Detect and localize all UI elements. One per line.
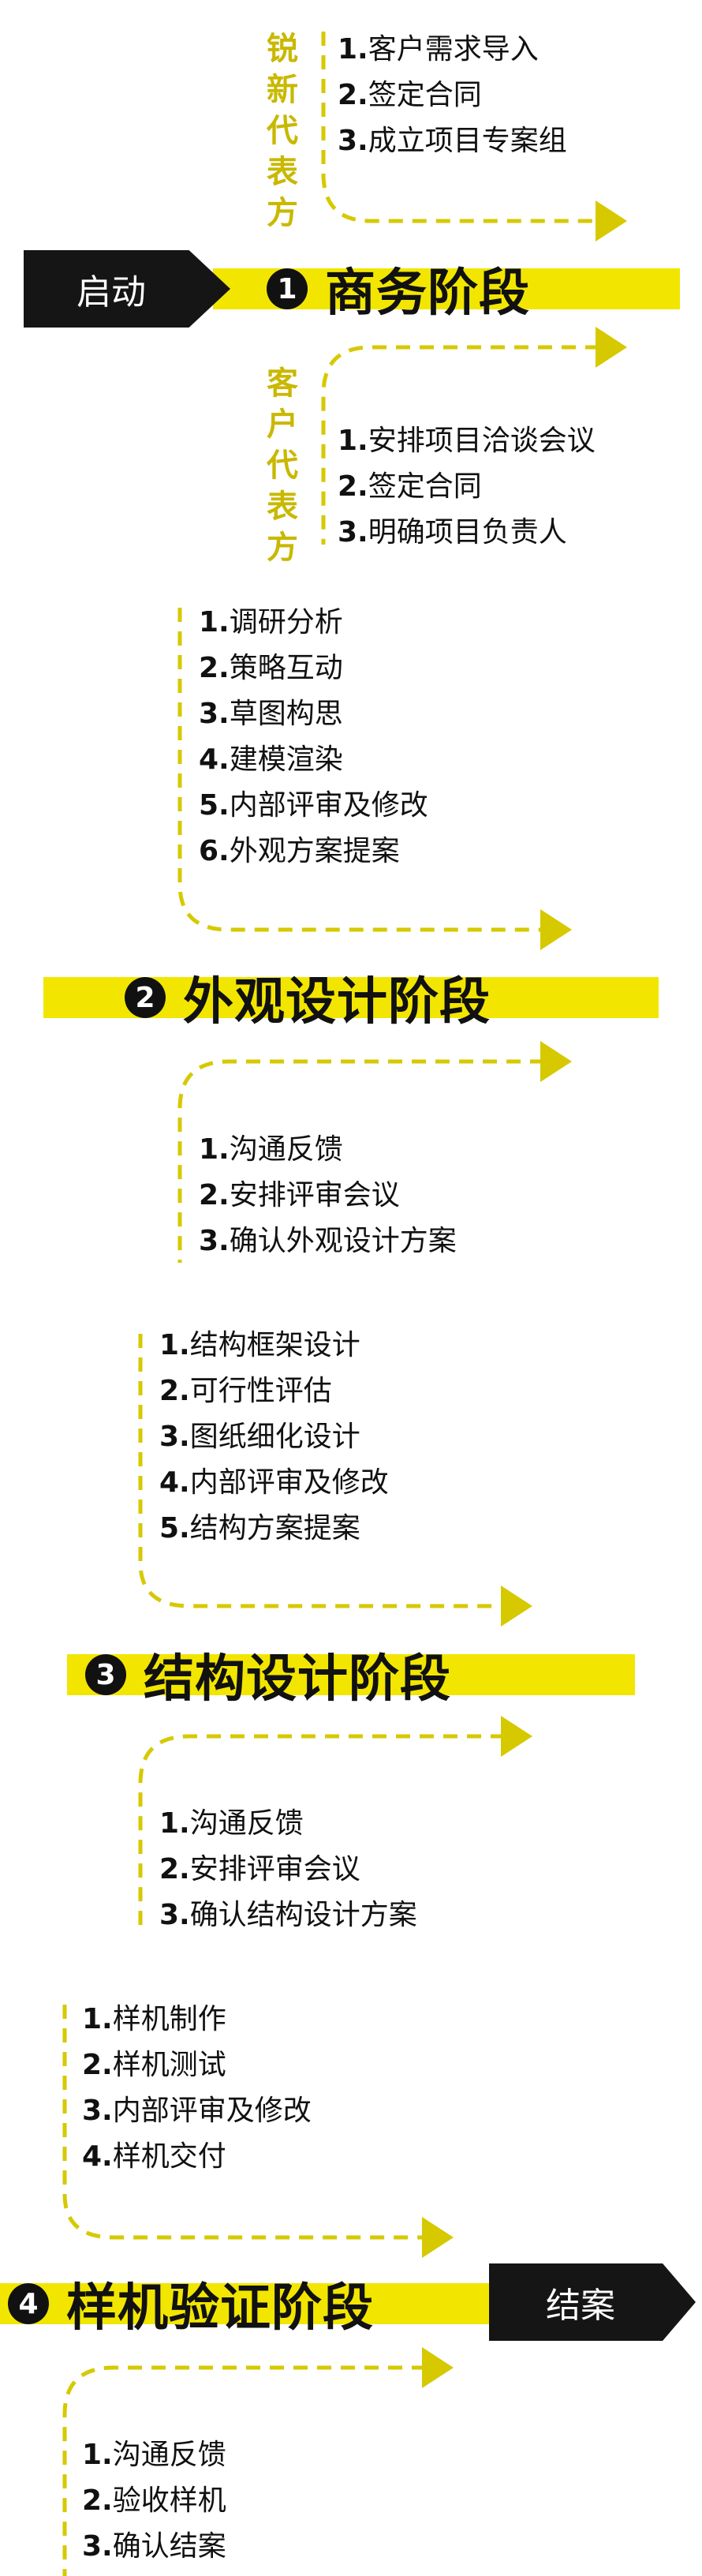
list-item: 1.调研分析: [199, 606, 343, 638]
list-item: 4.建模渲染: [199, 743, 343, 776]
arrow-head-icon: [422, 2347, 454, 2388]
list-item: 5.内部评审及修改: [199, 789, 428, 822]
list-item: 3.确认外观设计方案: [199, 1225, 457, 1257]
stage-4-title: 4 样机验证阶段: [8, 2275, 374, 2338]
client-side-label: 客户代表方: [267, 365, 298, 566]
list-item: 1.结构框架设计: [159, 1329, 360, 1361]
arrow-head-icon: [501, 1716, 532, 1757]
stage-name: 外观设计阶段: [183, 973, 491, 1032]
list-item: 2.样机测试: [82, 2049, 226, 2081]
vendor-side-label: 锐新代表方: [267, 31, 298, 231]
connector-s4-bottom: [62, 2365, 426, 2576]
list-item: 3.图纸细化设计: [159, 1421, 360, 1453]
stage-number-badge: 1: [267, 268, 308, 309]
stage-3-title: 3 结构设计阶段: [85, 1646, 451, 1709]
stage-1-title: 1 商务阶段: [267, 260, 530, 323]
stage-2-vendor-list: 1.调研分析 2.策略互动 3.草图构思 4.建模渲染 5.内部评审及修改 6.…: [199, 600, 428, 874]
stage-2-client-list: 1.沟通反馈 2.安排评审会议 3.确认外观设计方案: [199, 1127, 457, 1264]
connector-s3-bottom: [138, 1734, 505, 1934]
stage-4-client-list: 1.沟通反馈 2.验收样机 3.确认结案: [82, 2432, 226, 2570]
list-item: 3.确认结案: [82, 2530, 226, 2563]
connector-s4-top: [62, 2005, 426, 2240]
list-item: 2.安排评审会议: [159, 1853, 360, 1885]
stage-number-badge: 4: [8, 2283, 49, 2324]
stage-number-badge: 3: [85, 1654, 126, 1695]
stage-3-bar: [67, 1654, 635, 1695]
list-item: 5.结构方案提案: [159, 1512, 360, 1544]
arrow-head-icon: [422, 2217, 454, 2258]
list-item: 3.草图构思: [199, 698, 343, 730]
list-item: 2.可行性评估: [159, 1375, 332, 1407]
connector-s1-top: [321, 32, 599, 223]
list-item: 3.确认结构设计方案: [159, 1899, 417, 1931]
list-item: 1.客户需求导入: [338, 33, 539, 66]
arrow-head-icon: [540, 1041, 572, 1082]
stage-3-client-list: 1.沟通反馈 2.安排评审会议 3.确认结构设计方案: [159, 1801, 417, 1938]
list-item: 2.验收样机: [82, 2484, 226, 2517]
list-item: 2.签定合同: [338, 470, 482, 503]
stage-name: 结构设计阶段: [144, 1650, 451, 1709]
list-item: 1.安排项目洽谈会议: [338, 425, 596, 457]
arrow-head-icon: [596, 327, 627, 368]
list-item: 4.样机交付: [82, 2140, 226, 2173]
list-item: 1.样机制作: [82, 2003, 226, 2035]
list-item: 2.安排评审会议: [199, 1179, 400, 1211]
stage-2-title: 2 外观设计阶段: [125, 969, 491, 1032]
connector-s3-top: [138, 1334, 505, 1608]
end-badge: 结案: [489, 2263, 696, 2341]
arrow-head-icon: [540, 909, 572, 950]
list-item: 3.内部评审及修改: [82, 2095, 312, 2127]
list-item: 3.成立项目专案组: [338, 125, 567, 157]
list-item: 1.沟通反馈: [82, 2439, 226, 2471]
stage-1-vendor-list: 1.客户需求导入 2.签定合同 3.成立项目专案组: [338, 27, 567, 164]
arrow-head-icon: [501, 1586, 532, 1627]
stage-1-client-list: 1.安排项目洽谈会议 2.签定合同 3.明确项目负责人: [338, 418, 596, 556]
stage-3-vendor-list: 1.结构框架设计 2.可行性评估 3.图纸细化设计 4.内部评审及修改 5.结构…: [159, 1323, 389, 1552]
connector-s1-bottom: [321, 345, 599, 545]
stage-number-badge: 2: [125, 977, 166, 1018]
arrow-head-icon: [596, 200, 627, 242]
list-item: 1.沟通反馈: [199, 1133, 343, 1166]
connector-s2-top: [177, 608, 544, 932]
list-item: 2.签定合同: [338, 79, 482, 111]
list-item: 1.沟通反馈: [159, 1807, 304, 1840]
stage-4-bar: [0, 2283, 505, 2324]
stage-name: 商务阶段: [325, 264, 530, 323]
list-item: 4.内部评审及修改: [159, 1466, 389, 1499]
stage-name: 样机验证阶段: [66, 2279, 374, 2338]
stage-4-vendor-list: 1.样机制作 2.样机测试 3.内部评审及修改 4.样机交付: [82, 1997, 312, 2180]
connector-s2-bottom: [177, 1059, 544, 1263]
list-item: 2.策略互动: [199, 652, 343, 684]
start-badge: 启动: [24, 250, 230, 328]
list-item: 6.外观方案提案: [199, 835, 400, 867]
list-item: 3.明确项目负责人: [338, 516, 567, 549]
